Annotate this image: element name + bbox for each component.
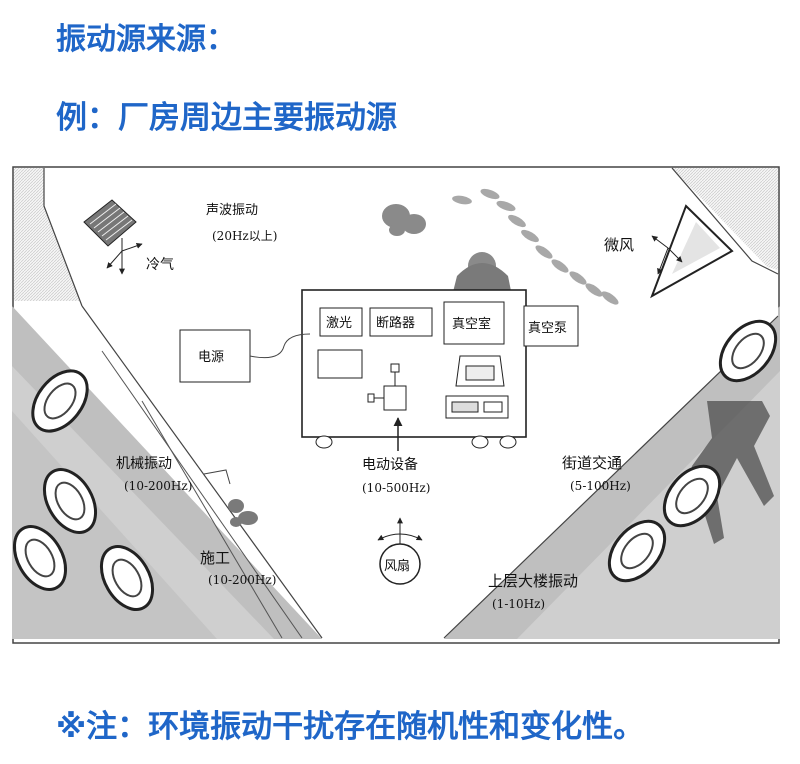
street-traffic-label: 街道交通 (562, 454, 622, 472)
page-title: 振动源来源： (56, 22, 236, 57)
top-right-building (672, 168, 778, 270)
laser-box (319, 307, 363, 337)
motor-equipment-label: 电动设备 (362, 456, 418, 473)
construction-label: 施工 (200, 549, 230, 567)
laser-label: 激光 (326, 316, 352, 331)
machine-vibration-range: (10-200Hz) (124, 479, 192, 493)
footprints-icon (452, 188, 619, 305)
page-subtitle: 例：厂房周边主要振动源 (56, 100, 397, 136)
motor-device-icon (367, 363, 407, 411)
power-supply-box (179, 329, 251, 383)
power-supply-label: 电源 (198, 350, 224, 365)
vacuum-pump-box (523, 305, 579, 347)
air-conditioner-icon (83, 199, 143, 275)
upper-floor-label: 上层大楼振动 (488, 572, 578, 590)
vibration-source-diagram: 冷气 声波振动 (20Hz以上) 微风 (12, 166, 780, 644)
breeze-label: 微风 (604, 236, 634, 254)
construction-range: (10-200Hz) (208, 573, 276, 587)
sound-vibration-label: 声波振动 (206, 203, 258, 218)
top-left-building (14, 168, 82, 301)
note-text: ※注：环境振动干扰存在随机性和变化性。 (56, 709, 645, 745)
sound-vibration-range: (20Hz以上) (212, 229, 277, 243)
cold-air-label: 冷气 (146, 257, 174, 273)
right-cars (607, 319, 778, 583)
breaker-box (369, 307, 433, 337)
fan-icon (377, 517, 423, 585)
vacuum-pump-label: 真空泵 (528, 321, 567, 336)
street-traffic-range: (5-100Hz) (570, 479, 631, 493)
vacuum-chamber-label: 真空室 (452, 316, 491, 332)
monitor-box (317, 349, 363, 379)
worker-icon (228, 499, 258, 527)
machine-vibration-label: 机械振动 (116, 456, 172, 472)
operator-icon (452, 252, 512, 296)
power-cable (249, 333, 311, 359)
left-cars (12, 369, 155, 611)
walking-person-icon (382, 204, 426, 236)
fan-label: 风扇 (384, 558, 410, 574)
window-icon (650, 204, 734, 299)
vacuum-chamber-box (443, 301, 505, 345)
vacuum-chamber-icon (455, 355, 505, 387)
breaker-label: 断路器 (376, 315, 415, 331)
motor-equipment-range: (10-500Hz) (362, 481, 430, 495)
upper-floor-range: (1-10Hz) (492, 597, 545, 611)
